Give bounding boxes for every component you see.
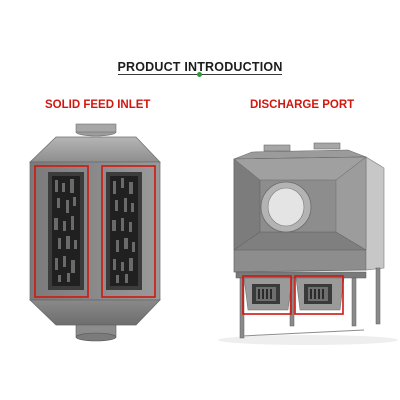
bottom-neck (75, 324, 117, 342)
circular-inlet (260, 181, 312, 233)
discharge-port-highlight-right (294, 275, 344, 315)
solid-feed-inlet-label: SOLID FEED INLET (45, 99, 151, 111)
feed-inlet-highlight-left (34, 165, 89, 298)
support-legs (239, 267, 381, 339)
feed-opening-left (48, 172, 84, 290)
base-plate (235, 271, 367, 279)
discharge-hopper-right (295, 277, 345, 311)
top-neck (75, 123, 117, 137)
top-collars (263, 142, 341, 152)
upper-facet (233, 156, 367, 181)
discharge-port-label: DISCHARGE PORT (250, 99, 355, 111)
bottom-hood (29, 299, 161, 326)
discharge-port-highlight-left (242, 275, 292, 315)
floor-shadow (218, 335, 398, 345)
housing-side (365, 156, 385, 271)
feed-inlet-highlight-right (101, 165, 156, 298)
title-accent-dot (197, 72, 202, 77)
page-title: PRODUCT INTRODUCTION (117, 60, 283, 74)
leg-braces (241, 329, 365, 337)
feed-opening-right (106, 172, 142, 290)
lower-facet (233, 231, 367, 251)
discharge-hopper-left (243, 277, 293, 311)
intro-header: PRODUCT INTRODUCTION (0, 58, 400, 77)
